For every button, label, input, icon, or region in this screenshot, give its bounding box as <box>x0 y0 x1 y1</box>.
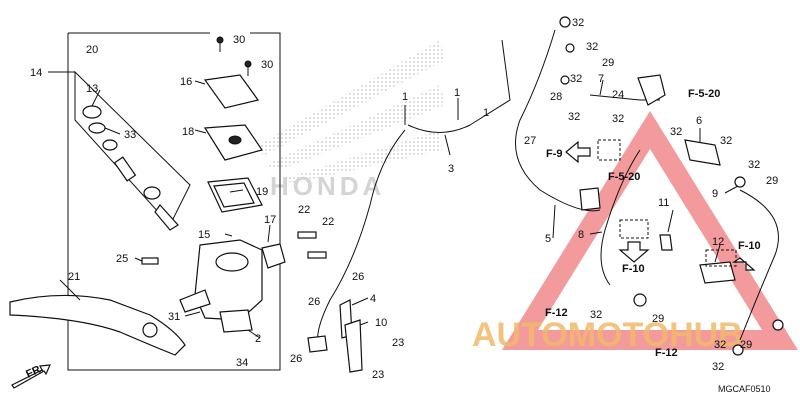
ref-f-9: F-9 <box>546 148 563 160</box>
front-arrow-icon <box>11 364 51 389</box>
label-13: 13 <box>86 83 98 95</box>
label-20: 20 <box>86 44 98 56</box>
label-31: 31 <box>168 311 180 323</box>
label-30b: 30 <box>261 59 273 71</box>
label-32f: 32 <box>670 126 682 138</box>
label-7: 7 <box>598 73 604 85</box>
ref-front: FR. <box>24 362 45 380</box>
label-32c: 32 <box>570 73 582 85</box>
label-32a: 32 <box>572 17 584 29</box>
label-29b: 29 <box>766 175 778 187</box>
label-17: 17 <box>264 214 276 226</box>
label-32g: 32 <box>720 135 732 147</box>
label-32e: 32 <box>612 113 624 125</box>
label-26c: 26 <box>290 353 302 365</box>
label-32k: 32 <box>712 361 724 373</box>
honda-watermark-text: HONDA <box>270 171 385 201</box>
label-19: 19 <box>256 186 268 198</box>
brake-hoses <box>317 29 779 346</box>
part-labels: 20 14 13 33 30 30 16 18 19 15 17 25 21 3… <box>30 17 778 381</box>
label-18: 18 <box>182 126 194 138</box>
label-25: 25 <box>116 253 128 265</box>
label-14: 14 <box>30 67 42 79</box>
label-26b: 26 <box>352 271 364 283</box>
label-26a: 26 <box>308 296 320 308</box>
label-32b: 32 <box>586 41 598 53</box>
label-29d: 29 <box>740 339 752 351</box>
label-32i: 32 <box>590 309 602 321</box>
label-29a: 29 <box>602 57 614 69</box>
label-2: 2 <box>255 333 261 345</box>
label-23a: 23 <box>392 337 404 349</box>
label-10: 10 <box>375 317 387 329</box>
reservoir-parts <box>203 74 263 213</box>
label-3: 3 <box>448 163 454 175</box>
label-1c: 1 <box>483 107 489 119</box>
fittings-right <box>307 16 784 373</box>
label-15: 15 <box>198 229 210 241</box>
label-11: 11 <box>658 197 669 209</box>
label-32d: 32 <box>568 111 580 123</box>
ref-f-12-right: F-12 <box>655 347 678 359</box>
reference-labels: F-5-20 F-9 F-5-20 F-10 F-10 F-12 F-12 FR… <box>24 88 760 381</box>
label-21: 21 <box>68 271 80 283</box>
piston-kit <box>82 105 179 231</box>
label-23b: 23 <box>372 369 384 381</box>
honda-wing-watermark: HONDA <box>250 40 445 201</box>
reference-boxes <box>597 139 737 267</box>
label-27: 27 <box>524 135 536 147</box>
label-1a: 1 <box>402 91 408 103</box>
automotohub-triangle-watermark: AUTOMOTOHUB <box>472 111 798 354</box>
label-33: 33 <box>124 129 136 141</box>
ref-f-5-20-top: F-5-20 <box>688 88 720 100</box>
label-22b: 22 <box>322 216 334 228</box>
ref-f-10-center: F-10 <box>622 263 645 275</box>
label-5: 5 <box>545 233 551 245</box>
label-32h: 32 <box>748 159 760 171</box>
label-28: 28 <box>550 91 562 103</box>
ref-f-5-20-mid: F-5-20 <box>608 171 640 183</box>
ref-f-12-left: F-12 <box>545 307 568 319</box>
automotohub-watermark-text: AUTOMOTOHUB <box>472 316 743 354</box>
screws-left <box>141 36 327 265</box>
label-30a: 30 <box>233 34 245 46</box>
label-34: 34 <box>236 357 248 369</box>
label-22a: 22 <box>298 204 310 216</box>
label-8: 8 <box>578 229 584 241</box>
ref-f-10-right: F-10 <box>738 240 761 252</box>
catalog-code: MGCAF0510 <box>718 384 771 394</box>
label-32j: 32 <box>714 339 726 351</box>
label-24: 24 <box>612 89 624 101</box>
label-4: 4 <box>370 293 376 305</box>
label-16: 16 <box>180 76 192 88</box>
label-9: 9 <box>712 188 718 200</box>
reference-arrows <box>11 140 756 389</box>
master-cylinder-body <box>179 239 286 333</box>
label-12: 12 <box>712 236 724 248</box>
label-29c: 29 <box>652 313 664 325</box>
brake-lever <box>9 294 186 356</box>
label-6: 6 <box>696 115 702 127</box>
leader-lines <box>59 79 739 339</box>
label-1b: 1 <box>454 87 460 99</box>
